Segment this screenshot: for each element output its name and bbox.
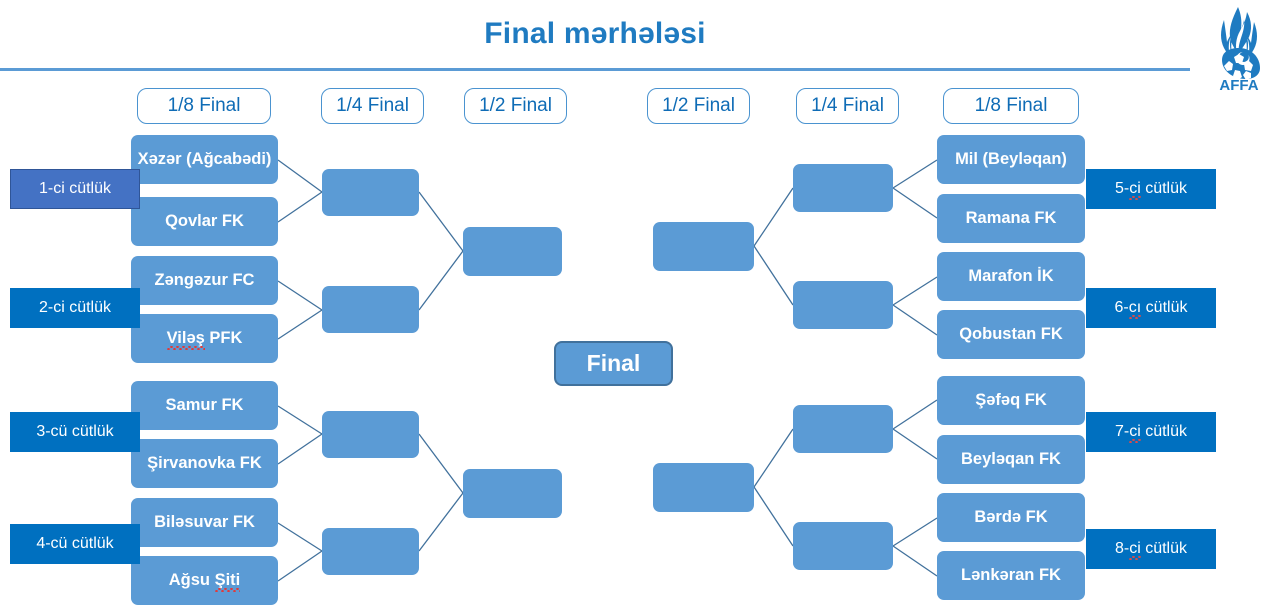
pair-badge-right-2[interactable]: 6-cı cütlük	[1086, 288, 1216, 328]
team-name: Mil (Beyləqan)	[955, 150, 1067, 168]
team-box-marafon-i-k[interactable]: Marafon İK	[937, 252, 1085, 301]
round-label-text: 1/2 Final	[479, 95, 552, 116]
team-name: Viləş PFK	[166, 329, 243, 350]
pair-badge-label: 3-cü cütlük	[36, 423, 114, 440]
team-box-viles-pfk[interactable]: Viləş PFK	[131, 314, 278, 363]
slot-left-quarter-4[interactable]	[322, 528, 419, 575]
pair-badge-label: 4-cü cütlük	[36, 535, 114, 552]
round-label-text: 1/4 Final	[336, 95, 409, 116]
team-name: Şirvanovka FK	[147, 454, 262, 472]
pair-badge-label: 8-ci cütlük	[1114, 540, 1188, 560]
team-box-lenkeran-fk[interactable]: Lənkəran FK	[937, 551, 1085, 600]
team-box-sefeq-fk[interactable]: Şəfəq FK	[937, 376, 1085, 425]
team-name: Qobustan FK	[959, 325, 1063, 343]
pair-badge-left-3[interactable]: 3-cü cütlük	[10, 412, 140, 452]
team-name: Xəzər (Ağcabədi)	[137, 150, 272, 168]
team-box-qobustan-fk[interactable]: Qobustan FK	[937, 310, 1085, 359]
pair-badge-label: 5-ci cütlük	[1114, 180, 1188, 200]
team-name: Zəngəzur FC	[154, 271, 255, 289]
slot-left-quarter-1[interactable]	[322, 169, 419, 216]
team-box-berde-fk[interactable]: Bərdə FK	[937, 493, 1085, 542]
team-name: Ağsu Şiti	[168, 571, 241, 592]
header-divider	[0, 68, 1190, 71]
round-label-text: 1/2 Final	[662, 95, 735, 116]
round-label-right-1-2-final[interactable]: 1/2 Final	[647, 88, 750, 124]
pair-badge-left-4[interactable]: 4-cü cütlük	[10, 524, 140, 564]
team-box-agsu-siti[interactable]: Ağsu Şiti	[131, 556, 278, 605]
pair-badge-label: 6-cı cütlük	[1114, 299, 1188, 319]
round-label-text: 1/8 Final	[167, 95, 241, 116]
team-name: Qovlar FK	[165, 212, 244, 230]
pair-badge-right-4[interactable]: 8-ci cütlük	[1086, 529, 1216, 569]
team-box-xezer-agcabedi[interactable]: Xəzər (Ağcabədi)	[131, 135, 278, 184]
round-label-right-1-4-final[interactable]: 1/4 Final	[796, 88, 899, 124]
slot-right-quarter-1[interactable]	[793, 164, 893, 212]
team-box-ramana-fk[interactable]: Ramana FK	[937, 194, 1085, 243]
team-box-bilesuvar-fk[interactable]: Biləsuvar FK	[131, 498, 278, 547]
team-box-beyleqan-fk[interactable]: Beyləqan FK	[937, 435, 1085, 484]
round-label-text: 1/8 Final	[974, 95, 1048, 116]
slot-right-quarter-2[interactable]	[793, 281, 893, 329]
round-label-right-1-8-final[interactable]: 1/8 Final	[943, 88, 1079, 124]
pair-badge-right-1[interactable]: 5-ci cütlük	[1086, 169, 1216, 209]
team-box-qovlar-fk[interactable]: Qovlar FK	[131, 197, 278, 246]
team-name: Ramana FK	[965, 209, 1057, 227]
slot-left-quarter-2[interactable]	[322, 286, 419, 333]
page-title: Final mərhələsi	[484, 17, 706, 50]
team-name: Samur FK	[165, 396, 244, 414]
round-label-left-1-2-final[interactable]: 1/2 Final	[464, 88, 567, 124]
team-box-samur-fk[interactable]: Samur FK	[131, 381, 278, 430]
team-box-zengezur-fc[interactable]: Zəngəzur FC	[131, 256, 278, 305]
team-name: Bərdə FK	[974, 508, 1048, 526]
team-name: Marafon İK	[968, 267, 1054, 285]
slot-left-quarter-3[interactable]	[322, 411, 419, 458]
team-name: Biləsuvar FK	[154, 513, 255, 531]
final-box[interactable]: Final	[554, 341, 673, 386]
slot-right-semi-2[interactable]	[653, 463, 754, 512]
pair-badge-left-2[interactable]: 2-ci cütlük	[10, 288, 140, 328]
team-name: Lənkəran FK	[961, 566, 1061, 584]
round-label-text: 1/4 Final	[811, 95, 884, 116]
round-label-left-1-8-final[interactable]: 1/8 Final	[137, 88, 271, 124]
team-box-mil-beyleqan[interactable]: Mil (Beyləqan)	[937, 135, 1085, 184]
slot-right-semi-1[interactable]	[653, 222, 754, 271]
round-label-left-1-4-final[interactable]: 1/4 Final	[321, 88, 424, 124]
team-box-sirvanovka-fk[interactable]: Şirvanovka FK	[131, 439, 278, 488]
team-name: Beyləqan FK	[961, 450, 1061, 468]
team-name: Şəfəq FK	[975, 391, 1047, 409]
pair-badge-right-3[interactable]: 7-ci cütlük	[1086, 412, 1216, 452]
pair-badge-label: 1-ci cütlük	[38, 180, 112, 197]
slot-right-quarter-3[interactable]	[793, 405, 893, 453]
pair-badge-label: 2-ci cütlük	[38, 299, 112, 316]
slot-left-semi-1[interactable]	[463, 227, 562, 276]
affa-logo: AFFA	[1202, 4, 1276, 92]
pair-badge-left-1[interactable]: 1-ci cütlük	[10, 169, 140, 209]
affa-logo-text: AFFA	[1219, 77, 1258, 92]
pair-badge-label: 7-ci cütlük	[1114, 423, 1188, 443]
slot-right-quarter-4[interactable]	[793, 522, 893, 570]
slot-left-semi-2[interactable]	[463, 469, 562, 518]
